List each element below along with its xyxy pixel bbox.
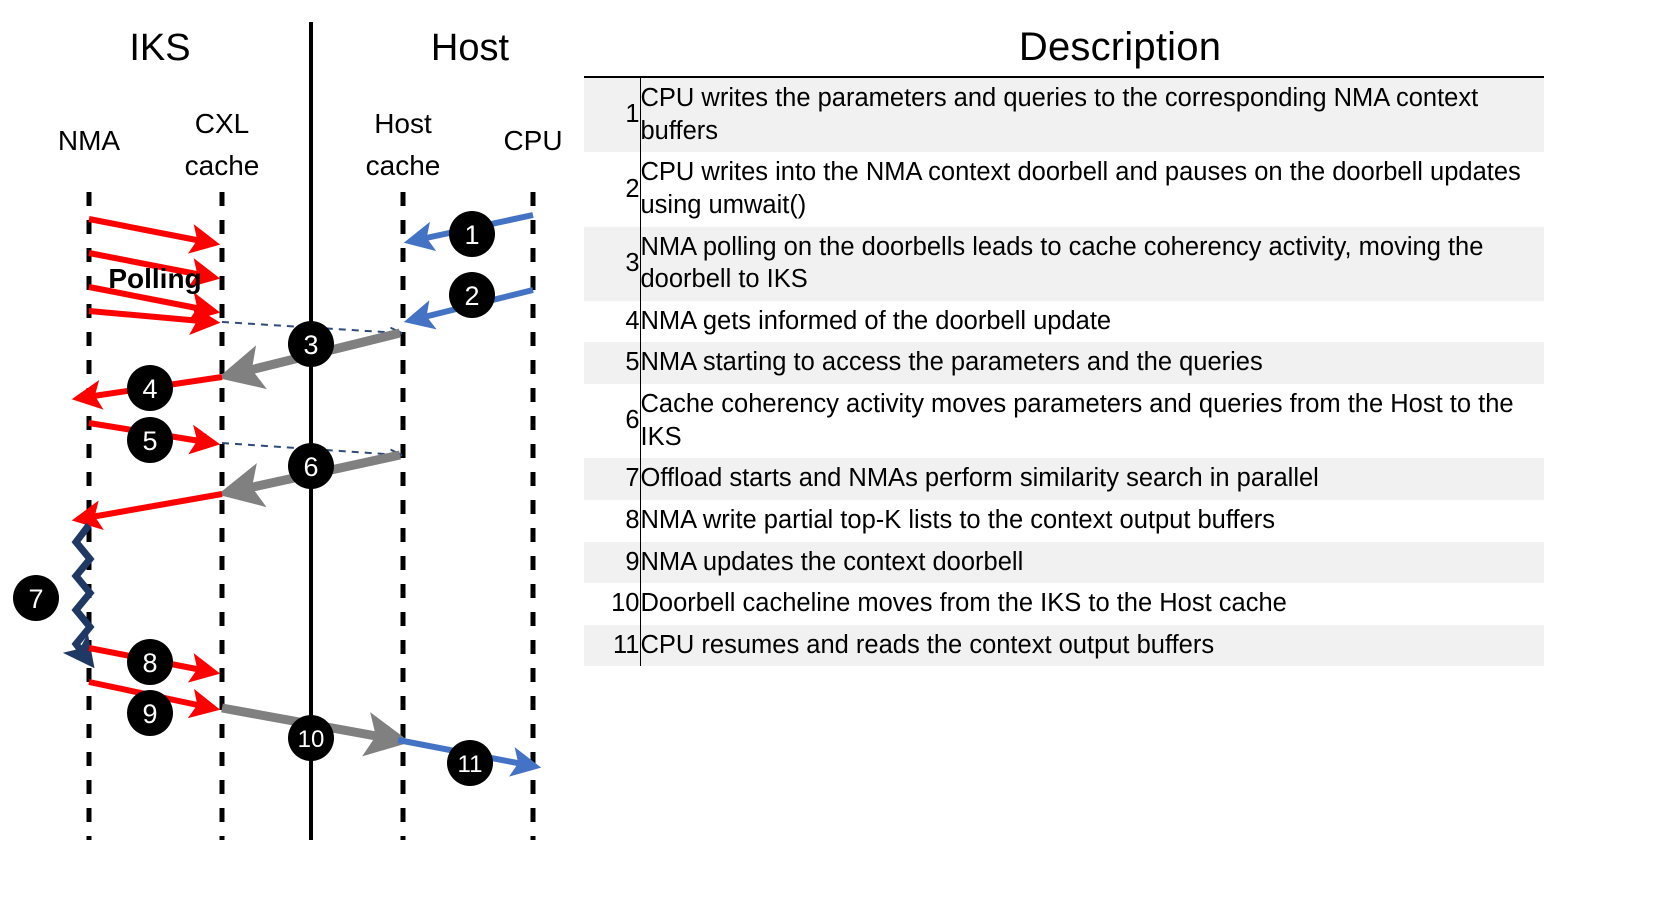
polling-arrow-2: [88, 250, 221, 288]
table-row-number: 4: [584, 300, 640, 343]
step-badge-8: 8: [127, 639, 173, 685]
polling-arrow-4: [88, 305, 221, 336]
table-row-number: 9: [584, 541, 640, 584]
table-row-description: NMA polling on the doorbells leads to ca…: [639, 226, 1544, 301]
lifeline-label-hostcache-line1: Host: [374, 108, 432, 139]
step-badge-5-label: 5: [142, 426, 157, 456]
step-badge-3: 3: [288, 321, 334, 367]
step-badge-11-label: 11: [458, 751, 483, 778]
table-row-description: NMA updates the context doorbell: [639, 541, 1544, 584]
sequence-diagram: IKS Host NMA CXL cache Host cache CPU Po…: [0, 0, 580, 914]
lifeline-label-cxl-line1: CXL: [195, 108, 249, 139]
step-badge-7: 7: [13, 575, 59, 621]
step-badge-4-label: 4: [142, 374, 157, 404]
table-row-description: Cache coherency activity moves parameter…: [639, 384, 1544, 459]
step-badge-11: 11: [447, 740, 493, 786]
table-row-number: 10: [584, 583, 640, 625]
step-badge-10-label: 10: [298, 726, 325, 753]
lifeline-label-cxl-line2: cache: [185, 150, 260, 181]
lifeline-label-cpu: CPU: [503, 125, 562, 156]
table-row-description: Doorbell cacheline moves from the IKS to…: [639, 583, 1544, 625]
table-row-description: CPU writes into the NMA context doorbell…: [639, 152, 1544, 227]
table-row-number: 5: [584, 342, 640, 384]
table-row-description: NMA gets informed of the doorbell update: [639, 300, 1544, 343]
arrow-step-6-red: [71, 491, 223, 531]
step-badge-5: 5: [127, 417, 173, 463]
polling-arrow-1: [88, 216, 221, 254]
step-badge-8-label: 8: [142, 648, 157, 678]
group-title-iks: IKS: [129, 27, 190, 69]
table-row-number: 11: [584, 624, 640, 667]
table-row-description: CPU resumes and reads the context output…: [639, 624, 1544, 667]
table-row-description: NMA write partial top-K lists to the con…: [639, 499, 1544, 542]
group-title-host: Host: [431, 27, 510, 69]
arrow-step-6-dotted: [221, 442, 400, 455]
step-badge-6: 6: [288, 443, 334, 489]
table-row-description: Offload starts and NMAs perform similari…: [639, 458, 1544, 500]
table-row-number: 2: [584, 152, 640, 227]
table-row-number: 6: [584, 384, 640, 459]
step-badge-1: 1: [449, 211, 495, 257]
step-badge-9: 9: [127, 690, 173, 736]
step-badge-4: 4: [127, 365, 173, 411]
table-row-number: 8: [584, 499, 640, 542]
table-row-description: CPU writes the parameters and queries to…: [639, 78, 1544, 153]
table-row-number: 1: [584, 78, 640, 153]
step-badge-10: 10: [288, 715, 334, 761]
table-row-description: NMA starting to access the parameters an…: [639, 342, 1544, 384]
table-row-number: 3: [584, 226, 640, 301]
step-badge-7-label: 7: [28, 584, 43, 614]
lifeline-label-hostcache-line2: cache: [366, 150, 441, 181]
arrow-step-3-dotted: [221, 321, 400, 333]
table-row-number: 7: [584, 458, 640, 500]
step-badge-6-label: 6: [303, 452, 318, 482]
step-badge-9-label: 9: [142, 699, 157, 729]
step-badge-3-label: 3: [303, 330, 318, 360]
polling-label: Polling: [108, 263, 201, 294]
step-badge-1-label: 1: [464, 220, 479, 250]
step-badge-2: 2: [449, 272, 495, 318]
lifeline-label-nma: NMA: [58, 125, 121, 156]
step-badge-2-label: 2: [464, 281, 479, 311]
zigzag-step-7: [62, 522, 95, 669]
description-title: Description: [1018, 25, 1222, 69]
